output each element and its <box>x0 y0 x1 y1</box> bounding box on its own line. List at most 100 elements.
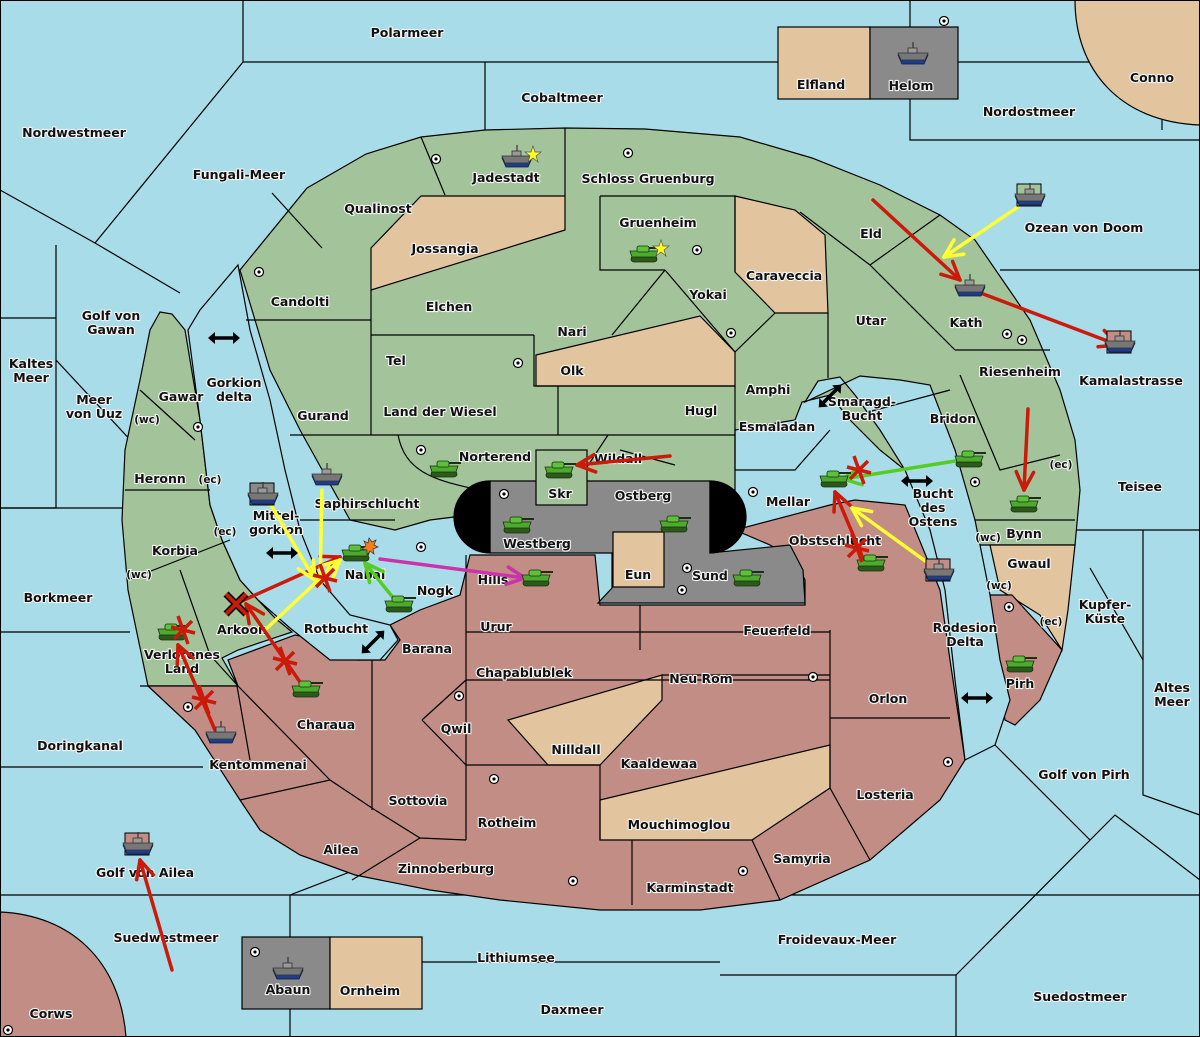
units-layer <box>122 42 1136 980</box>
army-tank-icon[interactable] <box>429 460 461 478</box>
amphi-label: Amphi <box>746 382 791 397</box>
nilldall-label: Nilldall <box>551 742 600 757</box>
army-tank-icon[interactable] <box>819 470 851 488</box>
tel-label: Tel <box>386 353 406 368</box>
fleet-ship-icon[interactable] <box>954 274 986 297</box>
green-order-arrow <box>363 561 397 602</box>
supply-center-icon <box>567 875 579 887</box>
markers-layer <box>170 455 872 715</box>
rotheim-label: Rotheim <box>478 815 537 830</box>
fleet-ship-icon[interactable] <box>272 957 304 980</box>
army-tank-icon[interactable] <box>732 569 764 587</box>
army-tank-icon[interactable] <box>629 238 670 263</box>
kupfer-kueste-label: Kupfer-Küste <box>1079 597 1132 626</box>
fleet-ship-icon[interactable] <box>923 558 955 582</box>
army-tank-icon[interactable] <box>659 515 691 533</box>
army-tank-icon[interactable] <box>856 554 888 572</box>
supply-center-icon <box>807 671 819 683</box>
supply-center-icon <box>681 562 693 574</box>
abaun-label: Abaun <box>266 982 311 997</box>
army-tank-icon[interactable] <box>291 680 323 698</box>
destroyed-unit-x-icon <box>223 591 249 617</box>
pirh-label: Pirh <box>1006 676 1035 691</box>
coast-label: (ec) <box>1040 616 1063 628</box>
corws-label: Corws <box>30 1006 73 1021</box>
nordwestmeer-label: Nordwestmeer <box>22 125 127 140</box>
supply-center-icon <box>725 327 737 339</box>
failed-order-marker-icon <box>170 615 196 645</box>
supply-center-icon <box>938 15 950 27</box>
support-order-arrow <box>942 205 1020 259</box>
army-tank-icon[interactable] <box>1009 495 1041 513</box>
supply-center-icon <box>969 476 981 488</box>
utar-label: Utar <box>856 313 888 328</box>
supply-center-icon <box>249 946 261 958</box>
fleet-ship-icon[interactable] <box>501 144 542 168</box>
supply-center-icon <box>415 541 427 553</box>
gurand-label: Gurand <box>297 408 349 423</box>
move-order-arrow <box>1014 407 1036 492</box>
fleet-ship-icon[interactable] <box>122 832 154 856</box>
failed-order-marker-icon <box>272 646 298 676</box>
westberg-label: Westberg <box>503 536 571 551</box>
suedostmeer-label: Suedostmeer <box>1033 989 1127 1004</box>
battle-explosion-icon <box>361 537 379 557</box>
failed-order-marker-icon <box>312 563 338 593</box>
esmaladan-label: Esmaladan <box>739 419 815 434</box>
daxmeer-label: Daxmeer <box>540 1002 604 1017</box>
support-order-arrow <box>850 506 930 565</box>
supply-center-icon <box>622 147 634 159</box>
zinnoberburg-label: Zinnoberburg <box>398 861 494 876</box>
conno-label: Conno <box>1130 70 1175 85</box>
nogk-label: Nogk <box>417 583 454 598</box>
fleet-ship-icon[interactable] <box>247 482 279 506</box>
orlon-label: Orlon <box>869 691 908 706</box>
olk-label: Olk <box>560 363 584 378</box>
supply-center-icon <box>1003 601 1015 613</box>
losteria-label: Losteria <box>856 787 913 802</box>
polarmeer-label: Polarmeer <box>371 25 445 40</box>
sea-labels: PolarmeerCobaltmeerNordwestmeerFungali-M… <box>8 24 1192 1018</box>
korbia-label: Korbia <box>152 543 198 558</box>
hugl-label: Hugl <box>685 403 718 418</box>
army-tank-icon[interactable] <box>954 450 986 468</box>
gawar-label: Gawar <box>159 389 205 404</box>
army-tank-icon[interactable] <box>521 569 553 587</box>
sund-label: Sund <box>692 568 728 583</box>
army-tank-icon[interactable] <box>1005 655 1037 673</box>
nordostmeer-label: Nordostmeer <box>983 104 1076 119</box>
fleet-ship-icon[interactable] <box>205 721 237 744</box>
army-tank-icon[interactable] <box>341 537 379 562</box>
ozean-von-doom-label: Ozean von Doom <box>1025 220 1144 235</box>
fleet-ship-icon[interactable] <box>1104 330 1136 354</box>
supply-center-icon <box>942 756 954 768</box>
conno-region <box>1074 0 1200 126</box>
kentommenai-label: Kentommenai <box>209 757 307 772</box>
fleet-ship-icon[interactable] <box>1014 183 1046 207</box>
army-tank-icon[interactable] <box>384 595 416 613</box>
lithiumsee-label: Lithiumsee <box>477 950 555 965</box>
sottovia-label: Sottovia <box>389 793 448 808</box>
mouchimoglou-label: Mouchimoglou <box>628 817 731 832</box>
army-tank-icon[interactable] <box>544 461 576 479</box>
supply-center-icon <box>488 773 500 785</box>
skr-label: Skr <box>548 486 572 501</box>
coast-label: (ec) <box>199 474 222 486</box>
fungali-meer-label: Fungali-Meer <box>193 167 286 182</box>
ostberg-label: Ostberg <box>615 488 672 503</box>
supply-center-icon <box>676 584 688 596</box>
fleet-ship-icon[interactable] <box>311 463 343 486</box>
land-der-wiesel-label: Land der Wiesel <box>383 404 496 419</box>
kamalastrasse-label: Kamalastrasse <box>1079 373 1183 388</box>
gwaul-label: Gwaul <box>1007 556 1050 571</box>
coast-label: (wc) <box>126 569 152 581</box>
move-order-arrow <box>134 858 174 972</box>
fleet-ship-icon[interactable] <box>897 42 929 65</box>
army-tank-icon[interactable] <box>502 516 534 534</box>
